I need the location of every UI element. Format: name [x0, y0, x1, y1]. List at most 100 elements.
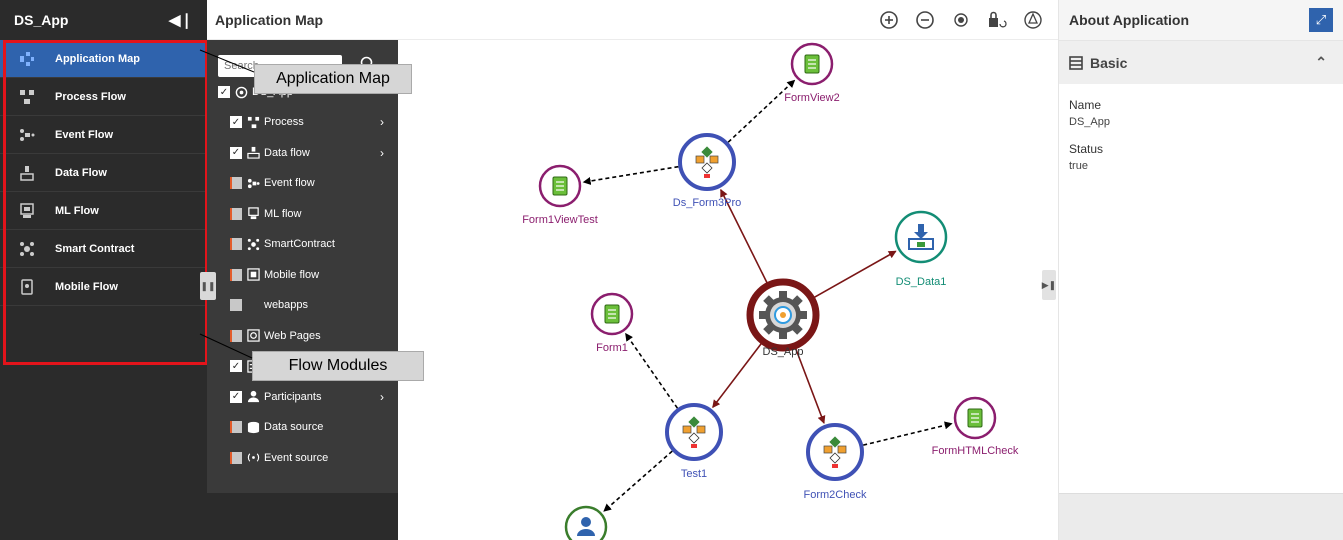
node-ds_data1[interactable]: DS_Data1 [894, 210, 948, 288]
node-formhtmlcheck[interactable]: FormHTMLCheck [932, 396, 1019, 457]
basic-section-header[interactable]: Basic ⌃ [1059, 40, 1343, 84]
application-map-canvas[interactable]: DS_App Ds_Form3Pro FormView2 Form1ViewTe… [398, 40, 1058, 540]
edge-test1-to-participant [603, 450, 673, 512]
node-label: Form1 [596, 342, 628, 354]
lock-icon[interactable] [986, 9, 1008, 31]
module-item-participants[interactable]: ✓Participants› [207, 382, 398, 412]
node-label: DS_Data1 [896, 276, 947, 288]
application-graph: DS_App Ds_Form3Pro FormView2 Form1ViewTe… [522, 42, 1019, 540]
node-form2check[interactable]: Form2Check [804, 423, 867, 501]
module-item-ml-flow[interactable]: ML flow [207, 199, 398, 229]
data-flow-icon [247, 146, 260, 159]
chevron-right-icon[interactable]: › [380, 115, 384, 129]
node-form1viewtest[interactable]: Form1ViewTest [522, 164, 598, 226]
node-test1[interactable]: Test1 [665, 403, 723, 480]
sidebar-item-event-flow[interactable]: Event Flow [0, 116, 207, 154]
module-checkbox[interactable]: ✓ [230, 390, 242, 403]
expand-right-panel-handle[interactable]: ▶❚ [1042, 270, 1056, 300]
edge-ds_form3pro-to-form1viewtest [582, 165, 679, 185]
process-icon [247, 116, 260, 129]
mobile-flow-icon [16, 278, 38, 295]
sidebar-item-smart-contract[interactable]: Smart Contract [0, 230, 207, 268]
node-ds_form3pro[interactable]: Ds_Form3Pro [673, 133, 741, 209]
sidebar-item-ml-flow[interactable]: ML Flow [0, 192, 207, 230]
module-checkbox[interactable] [230, 299, 242, 311]
chevron-right-icon[interactable]: › [380, 145, 384, 160]
edge-ds_app-to-test1 [712, 342, 763, 409]
module-checkbox[interactable]: ✓ [230, 360, 242, 372]
module-checkbox[interactable]: ✓ [230, 146, 242, 159]
node-circle[interactable] [665, 403, 723, 461]
chevron-right-icon[interactable]: › [380, 389, 384, 404]
module-item-webapps[interactable]: webapps [207, 290, 398, 320]
layout-icon[interactable] [1022, 9, 1044, 31]
module-checkbox[interactable] [230, 329, 242, 342]
module-checkbox[interactable] [230, 177, 242, 189]
node-circle[interactable] [806, 423, 864, 481]
sidebar-item-mobile-flow[interactable]: Mobile Flow [0, 268, 207, 306]
module-checkbox[interactable] [230, 451, 242, 464]
zoom-in-icon[interactable] [878, 9, 900, 31]
form-icon [804, 54, 820, 74]
smart-contract-icon [16, 241, 38, 257]
module-item-data-source[interactable]: Data source [207, 412, 398, 442]
app-icon [759, 291, 807, 339]
center-icon[interactable] [950, 9, 972, 31]
sidebar-item-data-flow[interactable]: Data Flow [0, 154, 207, 192]
smartcontract-icon [247, 238, 260, 251]
callout-flow-modules: Flow Modules [252, 351, 424, 381]
app-name: DS_App [14, 12, 69, 28]
module-checkbox[interactable] [230, 268, 242, 281]
module-label: webapps [264, 299, 309, 311]
basic-section-icon [1069, 55, 1083, 70]
participants-icon [247, 390, 260, 403]
module-checkbox[interactable]: ✓ [230, 116, 242, 128]
module-item-smartcontract[interactable]: SmartContract [207, 229, 398, 259]
collapse-modules-handle[interactable]: ❚❚ [200, 272, 216, 300]
node-label: FormHTMLCheck [932, 445, 1019, 457]
node-formview2[interactable]: FormView2 [784, 42, 840, 104]
sidebar-item-label: Data Flow [55, 166, 107, 179]
module-checkbox[interactable] [230, 421, 242, 433]
about-title: About Application [1069, 12, 1190, 28]
module-checkbox[interactable] [230, 207, 242, 220]
module-item-process[interactable]: ✓Process› [207, 107, 398, 137]
event-flow-icon [247, 177, 260, 190]
node-form1[interactable]: Form1 [590, 292, 634, 354]
node-participant[interactable] [564, 505, 608, 540]
sidebar-item-application-map[interactable]: Application Map [0, 40, 207, 78]
event-flow-icon [16, 127, 38, 143]
process-icon [823, 436, 847, 468]
form-icon [552, 176, 568, 196]
zoom-out-icon[interactable] [914, 9, 936, 31]
module-item-event-source[interactable]: Event source [207, 443, 398, 473]
map-toolbar [878, 9, 1044, 31]
collapse-sidebar-icon[interactable]: ◀❘ [168, 12, 193, 29]
node-ds_app[interactable]: DS_App [746, 278, 820, 358]
module-root-checkbox[interactable]: ✓ [218, 86, 230, 98]
sidebar-item-process-flow[interactable]: Process Flow [0, 78, 207, 116]
expand-icon[interactable]: ⤢ [1309, 8, 1333, 32]
edge-ds_app-to-ds_data1 [813, 250, 897, 299]
data-flow-icon [16, 165, 38, 181]
node-label: Test1 [681, 468, 707, 480]
module-item-web-pages[interactable]: Web Pages [207, 321, 398, 351]
module-label: ML flow [264, 207, 302, 220]
module-item-data-flow[interactable]: ✓Data flow› [207, 138, 398, 168]
process-flow-icon [16, 89, 38, 105]
edge-ds_app-to-form2check [794, 347, 826, 424]
module-label: Data source [264, 421, 324, 433]
node-circle[interactable] [678, 133, 736, 191]
edge-form2check-to-formhtmlcheck [862, 421, 953, 446]
node-label: DS_App [763, 346, 804, 358]
ml-flow-icon [247, 207, 260, 220]
participant-icon [577, 517, 595, 536]
property-value: true [1069, 160, 1088, 172]
chevron-up-icon[interactable]: ⌃ [1315, 54, 1327, 70]
module-checkbox[interactable] [230, 238, 242, 250]
module-item-mobile-flow[interactable]: Mobile flow [207, 260, 398, 290]
data-source-icon [247, 421, 260, 434]
module-item-event-flow[interactable]: Event flow [207, 168, 398, 198]
module-label: Event flow [264, 177, 315, 189]
